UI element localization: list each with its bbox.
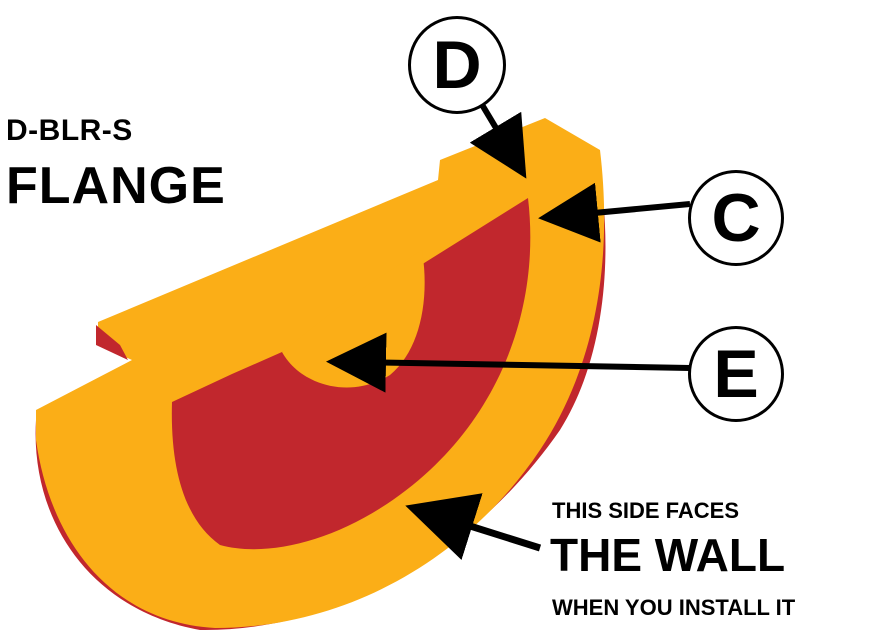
note-line-3: WHEN YOU INSTALL IT	[552, 595, 795, 621]
note-line-2: THE WALL	[550, 528, 785, 582]
model-label: D-BLR-S	[6, 114, 133, 148]
note-line-1: THIS SIDE FACES	[552, 498, 739, 524]
callout-e: E	[688, 326, 784, 422]
callout-d: D	[408, 16, 506, 114]
callout-c: C	[688, 170, 784, 266]
part-label: FLANGE	[6, 156, 226, 216]
